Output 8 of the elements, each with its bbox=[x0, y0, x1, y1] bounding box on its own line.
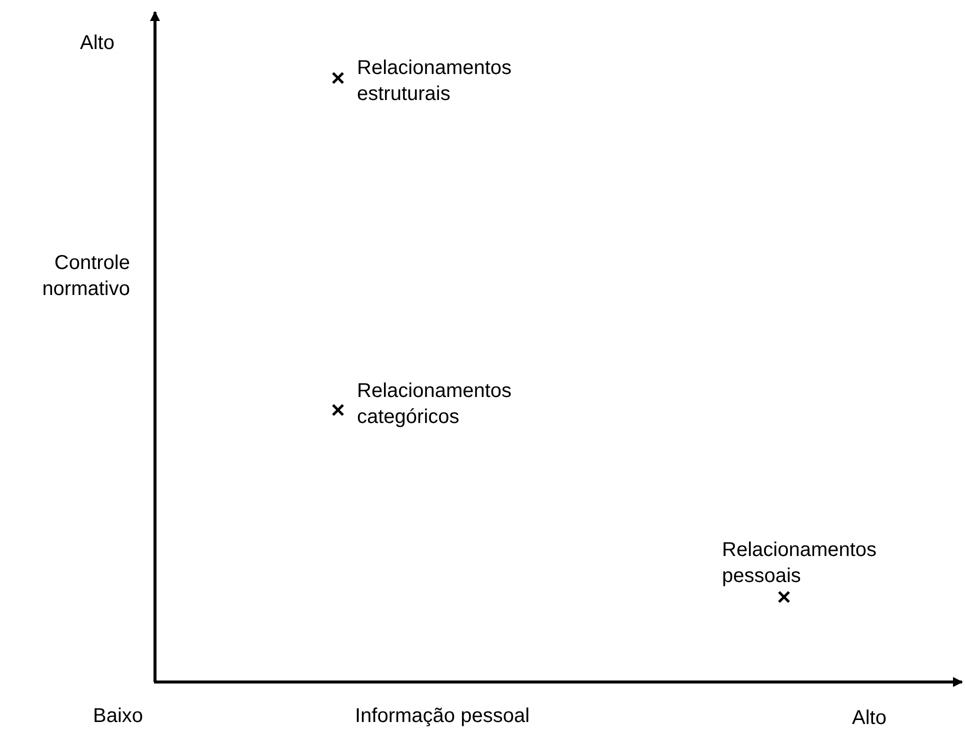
axis-label: Relacionamentos estruturais bbox=[357, 56, 513, 107]
axis-label: Baixo bbox=[93, 704, 144, 729]
axis-label: Alto bbox=[852, 706, 888, 731]
axis-label: Alto bbox=[80, 31, 116, 56]
axis-label: Controle normativo bbox=[41, 251, 130, 302]
axis-label: Informação pessoal bbox=[355, 704, 531, 729]
axis-label: Relacionamentos categóricos bbox=[357, 379, 513, 430]
axis-label: Relacionamentos pessoais bbox=[722, 538, 878, 589]
